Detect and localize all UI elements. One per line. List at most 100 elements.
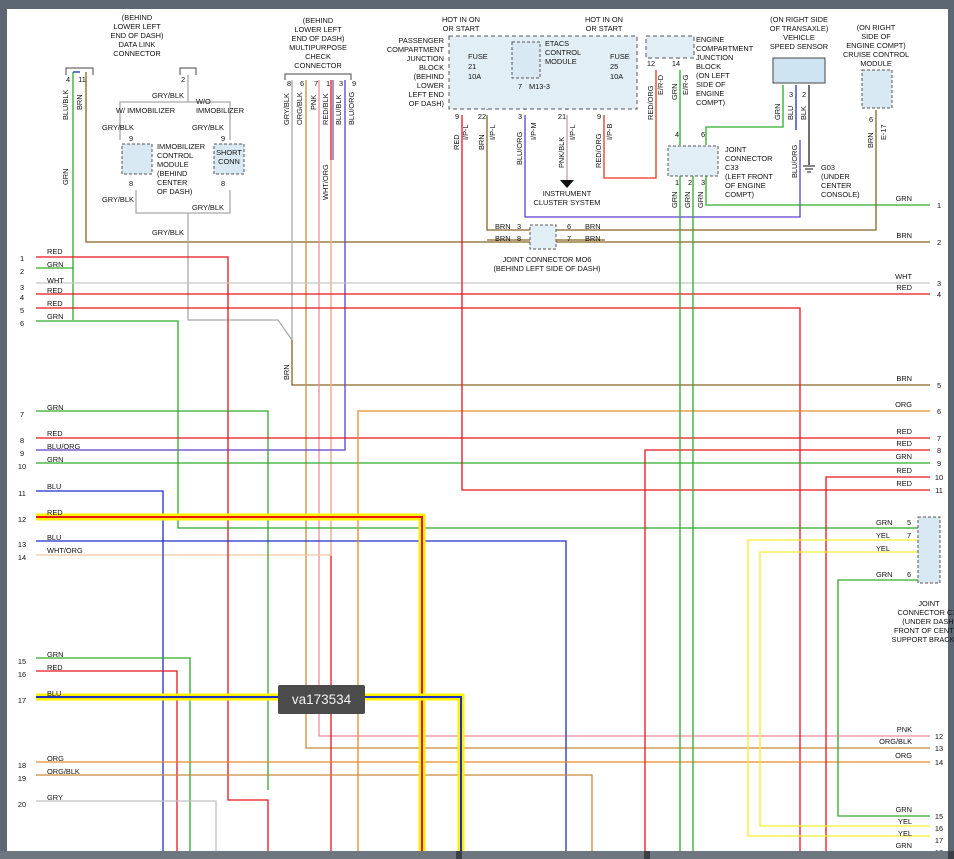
cruise-label-line-3: CRUISE CONTROL	[843, 50, 909, 59]
mpcc-label-line-5: CONNECTOR	[294, 61, 342, 70]
pcjb-label-line-1: COMPARTMENT	[387, 45, 445, 54]
left-pin-number-4: 4	[20, 293, 24, 302]
ecjb-label-line-2: JUNCTION	[696, 53, 733, 62]
wire-label-pcjb-red: RED	[452, 134, 461, 150]
wire-label-mo6-brn4: BRN	[585, 234, 601, 243]
c33-box	[667, 145, 719, 177]
wire-label-mp-3: BLU/BLK	[334, 95, 343, 125]
pin-number-c33-1: 1	[675, 178, 679, 187]
c35-label-line-4: SUPPORT BRACKET)	[892, 635, 954, 644]
pin-number-im9: 9	[129, 134, 133, 143]
wire-label-i-pl: I/P-L	[461, 124, 470, 140]
cruise-label-line-0: (ON RIGHT	[857, 23, 896, 32]
ecjb-label-line-0: ENGINE	[696, 35, 724, 44]
c33-label-line-2: C33	[725, 163, 739, 172]
right-pin-color-15: GRN	[896, 805, 912, 814]
c33-label-line-5: COMPT)	[725, 190, 754, 199]
etacs-label-line-1: CONTROL	[545, 48, 581, 57]
right-pin-number-4: 4	[937, 290, 941, 299]
pin-number-ec14: 14	[672, 59, 680, 68]
immo-label-line-5: OF DASH)	[157, 187, 192, 196]
right-pin-number-5: 5	[937, 381, 941, 390]
dlc-label-line-2: END OF DASH)	[111, 31, 164, 40]
pcjb-label-line-5: LOWER	[417, 81, 444, 90]
right-pin-color-5: BRN	[896, 374, 912, 383]
left-pin-color-2: GRN	[47, 260, 63, 269]
wire-label-pcjb-brn: BRN	[477, 134, 486, 150]
right-pin-color-3: WHT	[895, 272, 912, 281]
dlc-label-line-1: LOWER LEFT	[113, 22, 161, 31]
left-pin-number-20: 20	[18, 800, 26, 809]
pin-number-c33-3: 3	[701, 178, 705, 187]
watermark-text: va173534	[291, 692, 352, 707]
left-pin-color-15: GRN	[47, 650, 63, 659]
pin-number-mp6: 6	[300, 79, 304, 88]
wire-immo-gryblk-2	[188, 101, 231, 140]
dlc-bracket-2	[179, 67, 197, 75]
wire-label-mo6-brn1: BRN	[495, 222, 511, 231]
left-pin-number-15: 15	[18, 657, 26, 666]
immo-label-line-0: IMMOBILIZER	[157, 142, 205, 151]
c33-label-line-3: (LEFT FRONT	[725, 172, 773, 181]
left-pin-number-2: 2	[20, 267, 24, 276]
wire-vss-grn	[705, 85, 784, 145]
ecjb-box	[645, 35, 695, 59]
left-pin-color-19: ORG/BLK	[47, 767, 80, 776]
pin-number-c33-6: 6	[701, 130, 705, 139]
c33-label-line-4: OF ENGINE	[725, 181, 766, 190]
right-pin-number-17: 17	[935, 836, 943, 845]
right-pin-number-7: 7	[937, 434, 941, 443]
left-pin-number-14: 14	[18, 553, 26, 562]
hot-right-label-line-1: OR START	[586, 24, 623, 33]
left-pin-number-18: 18	[18, 761, 26, 770]
wire-red-r8	[644, 449, 930, 852]
pin-number-cc6: 6	[869, 115, 873, 124]
wire-l15-grn	[36, 657, 191, 852]
pcjb-label-line-0: PASSENGER	[399, 36, 444, 45]
right-pin-color-9: GRN	[896, 452, 912, 461]
right-pin-color-4: RED	[896, 283, 912, 292]
ecjb-label-line-7: COMPT)	[696, 98, 725, 107]
wire-label-mp-8: GRY/BLK	[282, 93, 291, 125]
wire-l5-red	[36, 307, 801, 852]
wire-label-vss-blk: BLK	[799, 106, 808, 120]
wire-c35-grn2	[837, 579, 930, 817]
dlc-label-line-4: CONNECTOR	[113, 49, 161, 58]
g03-label-line-2: CENTER	[821, 181, 851, 190]
mpcc-label-line-2: END OF DASH)	[292, 34, 345, 43]
hot-left-label-line-1: OR START	[443, 24, 480, 33]
wire-label-c35-grn1: GRN	[876, 518, 892, 527]
left-pin-color-3: WHT	[47, 276, 64, 285]
left-pin-color-10: GRN	[47, 455, 63, 464]
pin-number-mo8: 8	[517, 234, 521, 243]
right-pin-number-12: 12	[935, 732, 943, 741]
wire-label-brn-mid: BRN	[282, 364, 291, 380]
bottom-bar-segment-3	[650, 851, 948, 859]
left-pin-number-1: 1	[20, 254, 24, 263]
right-pin-color-13: ORG/BLK	[879, 737, 912, 746]
fuse21-label-line-1: 21	[468, 62, 476, 71]
left-pin-number-13: 13	[18, 540, 26, 549]
short-conn-box	[213, 143, 245, 175]
pin-number-dlc4: 4	[66, 75, 70, 84]
pin-number-sc8: 8	[221, 179, 225, 188]
wire-pc-brn2	[487, 229, 605, 241]
etacs-box	[511, 41, 541, 79]
pcjb-label-line-7: OF DASH)	[409, 99, 444, 108]
immo-box	[121, 143, 153, 175]
g03-ground	[803, 165, 815, 173]
left-pin-color-12: RED	[47, 508, 63, 517]
wire-c35-yel1	[747, 539, 930, 837]
wire-immo-bottom	[135, 190, 231, 214]
right-pin-number-10: 10	[935, 473, 943, 482]
wire-cc-brn	[605, 110, 877, 231]
right-pin-color-2: BRN	[896, 231, 912, 240]
ecjb-label-line-5: SIDE OF	[696, 80, 726, 89]
left-pin-color-6: GRN	[47, 312, 63, 321]
wire-label-c35-yel2: YEL	[876, 544, 890, 553]
g03-label-line-1: (UNDER	[821, 172, 850, 181]
vss-label-line-2: VEHICLE	[783, 33, 815, 42]
right-pin-number-11: 11	[935, 486, 943, 495]
left-pin-color-8: RED	[47, 429, 63, 438]
wire-mp-orgblk	[305, 80, 930, 749]
